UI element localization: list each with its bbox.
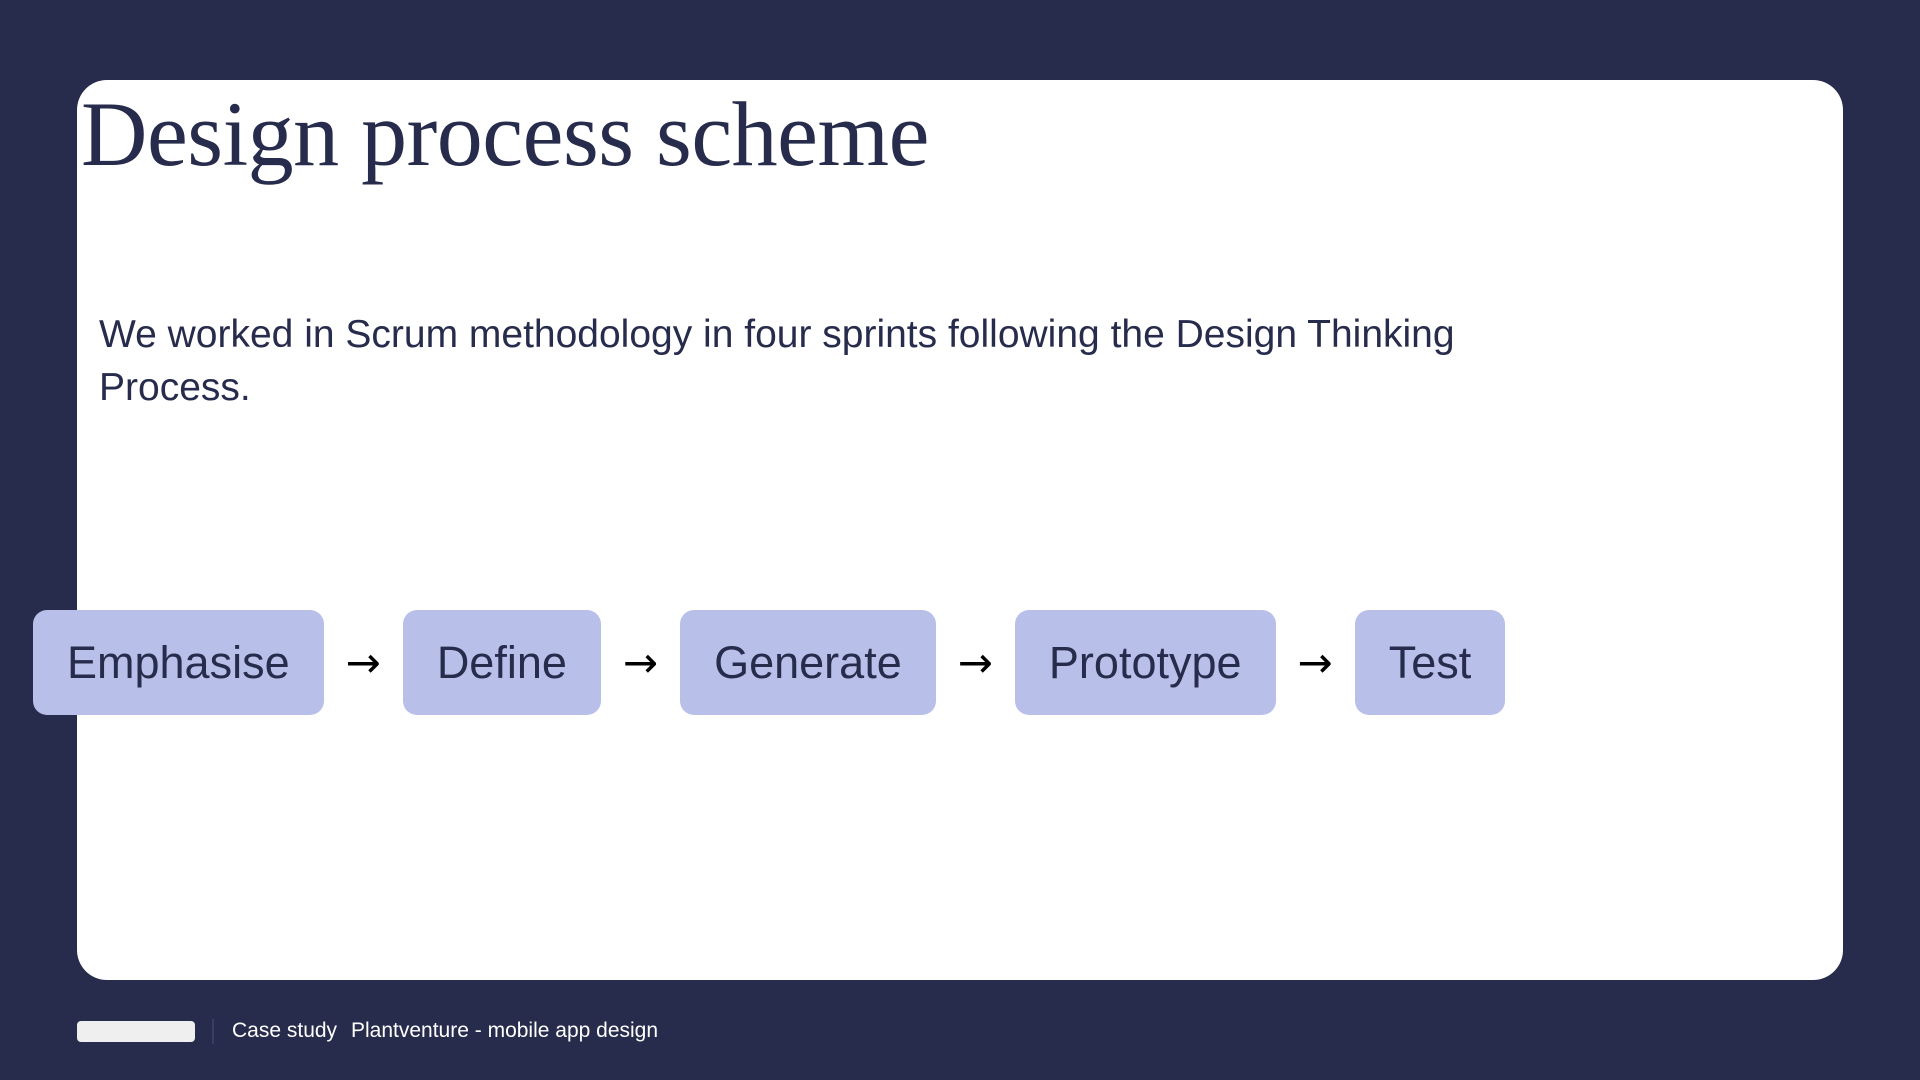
process-step-label: Emphasise: [67, 637, 290, 688]
slide-body-text: We worked in Scrum methodology in four s…: [99, 313, 1455, 410]
process-step-generate[interactable]: Generate: [680, 610, 936, 715]
footer-subject: Plantventure - mobile app design: [351, 1019, 659, 1042]
process-step-label: Generate: [714, 637, 902, 688]
process-step-label: Prototype: [1048, 637, 1242, 688]
process-step-emphasise[interactable]: Emphasise: [33, 610, 324, 715]
brand-logo: [77, 1021, 195, 1042]
page-title: Design process scheme: [81, 83, 929, 185]
arrow-right-icon: →: [957, 637, 993, 687]
footer-divider: [212, 1019, 214, 1044]
process-step-label: Test: [1388, 637, 1472, 688]
process-step-prototype[interactable]: Prototype: [1014, 610, 1276, 715]
slide-content-card: [77, 80, 1843, 980]
footer-label: Case study: [232, 1019, 338, 1042]
design-process-flow: Emphasise → Define → Generate → Prototyp…: [33, 610, 1733, 715]
arrow-right-icon: →: [1297, 637, 1333, 687]
process-step-define[interactable]: Define: [402, 610, 601, 715]
arrow-right-icon: →: [622, 637, 659, 687]
process-step-label: Define: [436, 637, 567, 688]
process-step-test[interactable]: Test: [1354, 610, 1506, 715]
arrow-right-icon: →: [345, 637, 381, 687]
slide-footer: Case study Plantventure - mobile app des…: [0, 1000, 1920, 1080]
